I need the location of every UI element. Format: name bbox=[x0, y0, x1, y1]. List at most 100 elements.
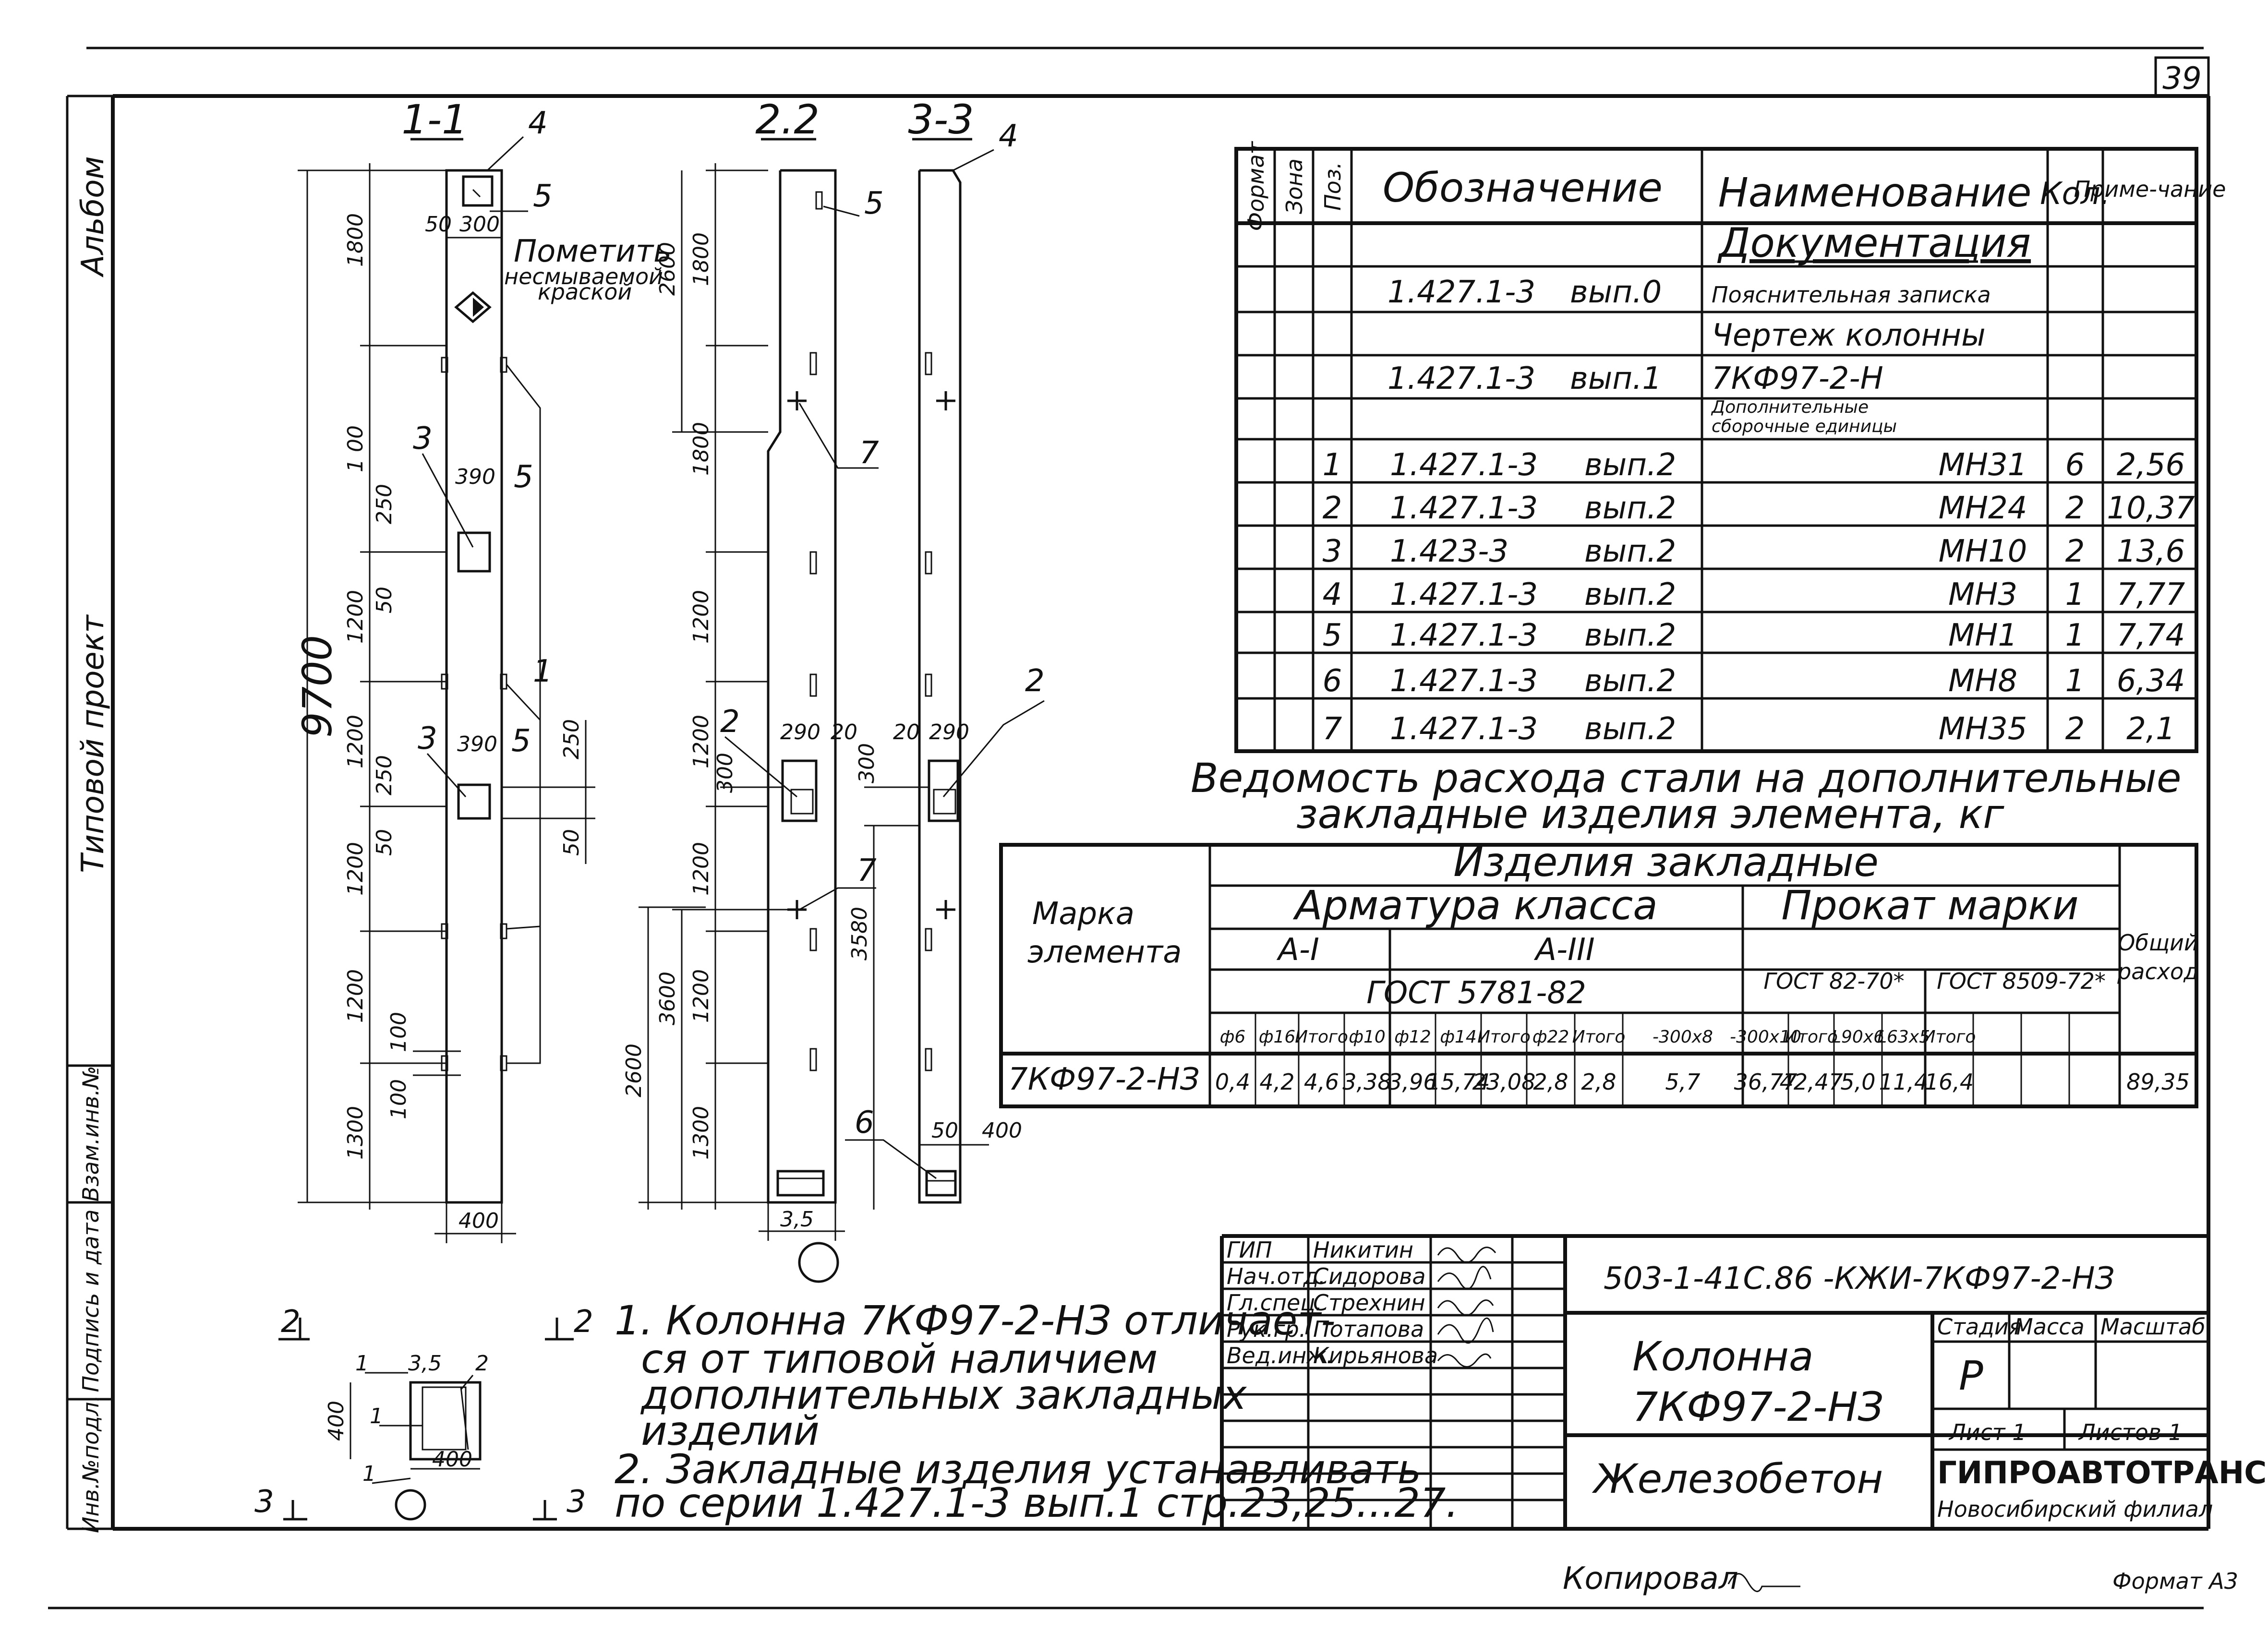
svg-text:50: 50 bbox=[559, 829, 584, 856]
album-label: Альбом bbox=[75, 156, 111, 277]
svg-text:1: 1 bbox=[355, 1351, 369, 1376]
steel-value: 3,96 bbox=[1388, 1069, 1437, 1095]
svg-text:1800: 1800 bbox=[689, 232, 713, 286]
spec-issue: вып.2 bbox=[1584, 534, 1676, 569]
spec-note: 6,34 bbox=[2117, 663, 2185, 699]
steel-value: 2,8 bbox=[1533, 1069, 1568, 1095]
pos-marker: 6 bbox=[855, 1105, 874, 1140]
spec-subsection: сборочные единицы bbox=[1712, 417, 1897, 436]
mark-note: Пометить bbox=[514, 234, 672, 269]
spec-code: 1.427.1-3 bbox=[1387, 361, 1535, 396]
header-note: Приме-чание bbox=[2074, 176, 2226, 202]
steel-value: 15,74 bbox=[1427, 1069, 1490, 1095]
steel-value: 89,35 bbox=[2126, 1069, 2190, 1095]
note-line: дополнительных закладных bbox=[640, 1371, 1247, 1418]
spec-code: 1.423-3 bbox=[1390, 534, 1508, 569]
general-notes: 1. Колонна 7КФ97-2-НЗ отличает- ся от ти… bbox=[615, 1297, 1459, 1526]
embed-plate-2-section3 bbox=[928, 759, 959, 822]
section-arrow: 2 bbox=[574, 1304, 593, 1340]
spec-pos: 3 bbox=[1323, 534, 1342, 569]
svg-text:1200: 1200 bbox=[343, 969, 368, 1023]
steel-table: Марка элемента Изделия закладные Арматур… bbox=[999, 839, 2199, 1108]
steel-value: 2,8 bbox=[1581, 1069, 1616, 1095]
steel-caption-line: закладные изделия элемента, кг bbox=[1296, 791, 2004, 838]
class-aiii: А-III bbox=[1533, 932, 1595, 968]
plan-detail: 2 2 3 3 1 3,5 2 1 400 1 400 bbox=[254, 1304, 593, 1521]
spec-note: 10,37 bbox=[2107, 491, 2195, 526]
spec-issue: вып.2 bbox=[1584, 618, 1676, 653]
spec-pos: 7 bbox=[1323, 711, 1342, 747]
spec-qty: 2 bbox=[2065, 491, 2085, 526]
section-arrow: 2 bbox=[281, 1304, 301, 1340]
column-2-2-outline bbox=[767, 169, 837, 1204]
embed-plate-2 bbox=[781, 759, 818, 822]
spec-name: МН35 bbox=[1939, 711, 2027, 747]
svg-text:3580: 3580 bbox=[847, 907, 872, 960]
inv-podl-label: Инв.№подл. bbox=[78, 1395, 104, 1533]
gost-5781: ГОСТ 5781-82 bbox=[1366, 975, 1586, 1011]
svg-text:1 00: 1 00 bbox=[343, 425, 368, 472]
steel-table-frame bbox=[999, 843, 2198, 1108]
document-code: 503-1-41С.86 -КЖИ-7КФ97-2-НЗ bbox=[1604, 1261, 2115, 1296]
svg-text:100: 100 bbox=[386, 1012, 411, 1052]
pos-marker: 5 bbox=[533, 179, 553, 214]
spec-note: 7,77 bbox=[2117, 577, 2185, 612]
spec-name: Чертеж колонны bbox=[1712, 318, 1986, 353]
spec-issue: вып.2 bbox=[1584, 711, 1676, 747]
spec-code: 1.427.1-3 bbox=[1390, 663, 1538, 699]
organization: ГИПРОАВТОТРАНС bbox=[1937, 1455, 2267, 1491]
person-name: Потапова bbox=[1313, 1316, 1424, 1342]
total-height: 9700 bbox=[294, 635, 341, 738]
svg-text:20: 20 bbox=[831, 720, 857, 744]
header-zone: Зона bbox=[1281, 158, 1307, 214]
section-arrow: 3 bbox=[254, 1484, 274, 1520]
spec-subsection: Дополнительные bbox=[1711, 397, 1869, 417]
pos-marker: 5 bbox=[514, 459, 533, 495]
pos-marker: 5 bbox=[511, 723, 531, 759]
steel-value: 5,7 bbox=[1665, 1069, 1700, 1095]
spec-name: МН3 bbox=[1948, 577, 2017, 612]
steel-value: 4,6 bbox=[1304, 1069, 1339, 1095]
steel-col-header: ф16 bbox=[1259, 1027, 1296, 1047]
steel-col-header: Итого bbox=[1295, 1027, 1348, 1047]
spec-code: 1.427.1-3 bbox=[1387, 275, 1535, 310]
svg-text:1800: 1800 bbox=[689, 422, 713, 476]
gost-8509: ГОСТ 8509-72* bbox=[1937, 968, 2106, 994]
spec-issue: вып.2 bbox=[1584, 577, 1676, 612]
svg-text:1200: 1200 bbox=[689, 969, 713, 1023]
svg-text:390: 390 bbox=[457, 732, 497, 756]
steel-col-header: Итого bbox=[1785, 1027, 1838, 1047]
drawing-title-mark: 7КФ97-2-НЗ bbox=[1632, 1383, 1883, 1430]
svg-text:1: 1 bbox=[362, 1462, 376, 1486]
svg-text:100: 100 bbox=[386, 1079, 411, 1119]
col-mark: элемента bbox=[1027, 935, 1182, 970]
spec-code: 1.427.1-3 bbox=[1390, 711, 1538, 747]
spec-code: 1.427.1-3 bbox=[1390, 491, 1538, 526]
steel-value: 42,47 bbox=[1780, 1069, 1843, 1095]
spec-note: 2,1 bbox=[2126, 711, 2175, 747]
spec-name: МН1 bbox=[1948, 618, 2017, 653]
steel-col-header: Итого bbox=[1477, 1027, 1531, 1047]
column-3-3-outline bbox=[918, 169, 962, 1204]
steel-col-header: -300х8 bbox=[1653, 1027, 1713, 1047]
svg-text:1200: 1200 bbox=[689, 715, 713, 768]
branch: Новосибирский филиал bbox=[1937, 1496, 2213, 1522]
diamond-mark bbox=[454, 291, 492, 324]
svg-text:300: 300 bbox=[855, 743, 879, 783]
svg-text:1300: 1300 bbox=[343, 1106, 368, 1160]
spec-code: 1.427.1-3 bbox=[1390, 447, 1538, 483]
steel-col-header: ф12 bbox=[1394, 1027, 1431, 1047]
svg-text:400: 400 bbox=[982, 1118, 1022, 1143]
spec-code: 1.427.1-3 bbox=[1390, 577, 1538, 612]
steel-value: 11,4 bbox=[1879, 1069, 1928, 1095]
gost-82: ГОСТ 82-70* bbox=[1763, 968, 1904, 994]
role: Вед.инж. bbox=[1227, 1343, 1333, 1368]
section-circle bbox=[798, 1242, 839, 1283]
steel-col-header: -300х10 bbox=[1730, 1027, 1801, 1047]
steel-value: 4,2 bbox=[1259, 1069, 1294, 1095]
svg-text:2600: 2600 bbox=[655, 242, 680, 296]
spec-name: МН24 bbox=[1939, 491, 2027, 526]
steel-col-header: ф14 bbox=[1440, 1027, 1477, 1047]
note-line: изделий bbox=[641, 1407, 820, 1454]
svg-text:400: 400 bbox=[432, 1447, 472, 1472]
